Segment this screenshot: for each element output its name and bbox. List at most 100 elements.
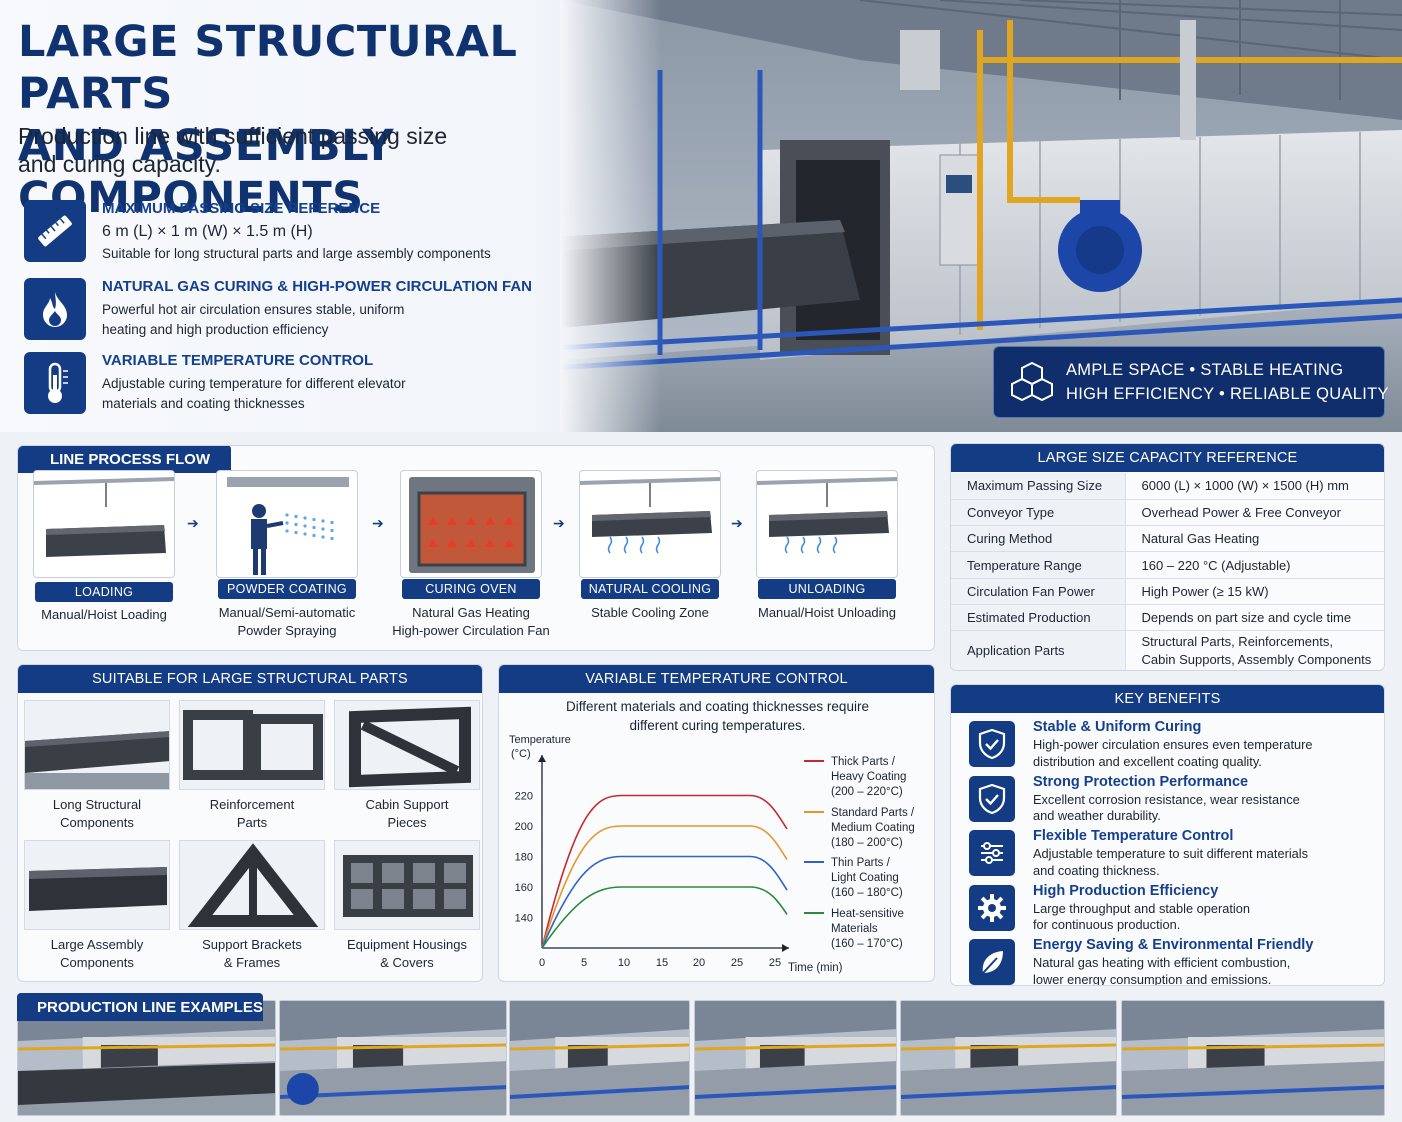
table-value-line: Structural Parts, Reinforcements, <box>1141 633 1333 649</box>
banner-line-2: HIGH EFFICIENCY • RELIABLE QUALITY <box>1066 385 1389 403</box>
part-caption-line: Long Structural <box>52 797 142 812</box>
benefit-text: Adjustable temperature to suit different… <box>1033 846 1333 879</box>
long-beam-icon <box>24 700 170 790</box>
table-key: Estimated Production <box>951 604 1126 632</box>
feature-line: Adjustable curing temperature for differ… <box>102 376 406 391</box>
leaf-icon <box>969 939 1015 985</box>
y-axis-arrow <box>538 755 546 762</box>
bracket-icon <box>179 840 325 930</box>
table-key: Temperature Range <box>951 551 1126 579</box>
table-value-line: 6000 (L) × 1000 (W) × 1500 (H) mm <box>1141 478 1349 494</box>
feature-passing-size: MAXIMUM PASSING SIZE REFERENCE 6 m (L) ×… <box>24 200 544 266</box>
process-step-label: POWDER COATING <box>218 579 356 599</box>
part-caption-line: Components <box>60 955 134 970</box>
part-caption-line: Parts <box>236 815 268 830</box>
x-tick-label: 20 <box>693 957 705 969</box>
benefit-heading: Stable & Uniform Curing <box>1033 719 1202 735</box>
table-key: Application Parts <box>951 630 1126 670</box>
arrow-right-icon: ➔ <box>187 515 199 531</box>
legend-label: Heat-sensitive <box>831 908 904 920</box>
legend-label: Materials <box>831 923 878 935</box>
table-value-line: Cabin Supports, Assembly Components <box>1141 651 1372 667</box>
feature-line: materials and coating thicknesses <box>102 396 305 411</box>
shield-check-icon <box>969 775 1015 822</box>
feature-line: 6 m (L) × 1 m (W) × 1.5 m (H) <box>102 223 313 240</box>
housing-icon <box>334 840 480 930</box>
part-card: Equipment Housings& Covers <box>334 840 480 972</box>
table-value-line: 160 – 220 °C (Adjustable) <box>1141 557 1291 573</box>
arrow-right-icon: ➔ <box>553 515 565 531</box>
part-caption-line: Components <box>60 815 134 830</box>
table-value: Depends on part size and cycle time <box>1125 604 1384 632</box>
y-tick-label: 140 <box>515 913 533 925</box>
cooling-beam-icon <box>579 470 721 578</box>
legend-label: Thick Parts / <box>831 756 896 768</box>
y-tick-label: 200 <box>515 821 533 833</box>
table-value-line: Overhead Power & Free Conveyor <box>1141 504 1341 520</box>
process-step-label: LOADING <box>35 582 173 602</box>
part-caption: Support Brackets& Frames <box>179 936 325 972</box>
part-card: Support Brackets& Frames <box>179 840 325 972</box>
y-axis-label: Temperature <box>509 734 571 746</box>
feature-line: Suitable for long structural parts and l… <box>102 246 491 261</box>
table-key: Maximum Passing Size <box>951 473 1126 500</box>
ruler-icon <box>24 200 86 262</box>
benefit-text-line: High-power circulation ensures even temp… <box>1033 737 1313 752</box>
benefit-text-line: distribution and excellent coating quali… <box>1033 753 1262 769</box>
process-flow-title: LINE PROCESS FLOW <box>18 446 231 473</box>
legend-label: (180 – 200°C) <box>831 837 903 849</box>
assembly-beam-icon <box>24 840 170 930</box>
x-tick-label: 0 <box>539 957 545 969</box>
feature-heading: VARIABLE TEMPERATURE CONTROL <box>102 352 374 369</box>
process-step-desc-line: Natural Gas Heating <box>412 605 530 620</box>
temperature-title: VARIABLE TEMPERATURE CONTROL <box>499 665 934 693</box>
table-key: Circulation Fan Power <box>951 578 1126 605</box>
benefit-text-line: for continuous production. <box>1033 917 1181 932</box>
feature-line: Powerful hot air circulation ensures sta… <box>102 302 405 317</box>
page-title: LARGE STRUCTURAL PARTS AND ASSEMBLY COMP… <box>18 16 678 224</box>
benefit-text-line: Natural gas heating with efficient combu… <box>1033 955 1291 970</box>
process-step-desc-line: Stable Cooling Zone <box>591 605 709 620</box>
production-line-photo <box>509 1000 690 1116</box>
capacity-table: Maximum Passing Size 6000 (L) × 1000 (W) … <box>951 473 1384 670</box>
table-value: 160 – 220 °C (Adjustable) <box>1125 551 1384 579</box>
table-value: Overhead Power & Free Conveyor <box>1125 499 1384 527</box>
flame-icon <box>24 278 86 340</box>
y-tick-label: 160 <box>515 882 533 894</box>
table-value-line: High Power (≥ 15 kW) <box>1141 583 1269 599</box>
cubes-icon <box>1011 361 1053 402</box>
process-step-label: NATURAL COOLING <box>581 579 719 599</box>
legend-label: Thin Parts / <box>831 857 891 869</box>
arrow-right-icon: ➔ <box>731 515 743 531</box>
legend-label: (200 – 220°C) <box>831 786 903 798</box>
x-tick-label: 25 <box>731 957 743 969</box>
table-key: Curing Method <box>951 525 1126 553</box>
legend-label: Standard Parts / <box>831 807 915 819</box>
table-value: Structural Parts, Reinforcements, Cabin S… <box>1125 630 1384 670</box>
benefit-text-line: Large throughput and stable operation <box>1033 900 1251 916</box>
shield-check-icon <box>969 721 1015 767</box>
oven-icon <box>400 470 542 578</box>
feature-line: heating and high production efficiency <box>102 322 329 337</box>
part-caption-line: Reinforcement <box>209 797 295 812</box>
process-step-label: CURING OVEN <box>402 579 540 599</box>
process-step-label: UNLOADING <box>758 579 896 599</box>
series-line <box>541 825 788 949</box>
process-step-desc-line: Manual/Semi-automatic <box>218 605 356 620</box>
temperature-intro-line: Different materials and coating thicknes… <box>566 699 869 714</box>
subtitle-line-1: Production line with sufficient passing … <box>18 123 448 149</box>
x-tick-label: 5 <box>581 957 587 969</box>
y-tick-label: 220 <box>515 791 533 803</box>
y-axis-label: (°C) <box>511 748 531 760</box>
table-value-line: Natural Gas Heating <box>1141 531 1260 547</box>
